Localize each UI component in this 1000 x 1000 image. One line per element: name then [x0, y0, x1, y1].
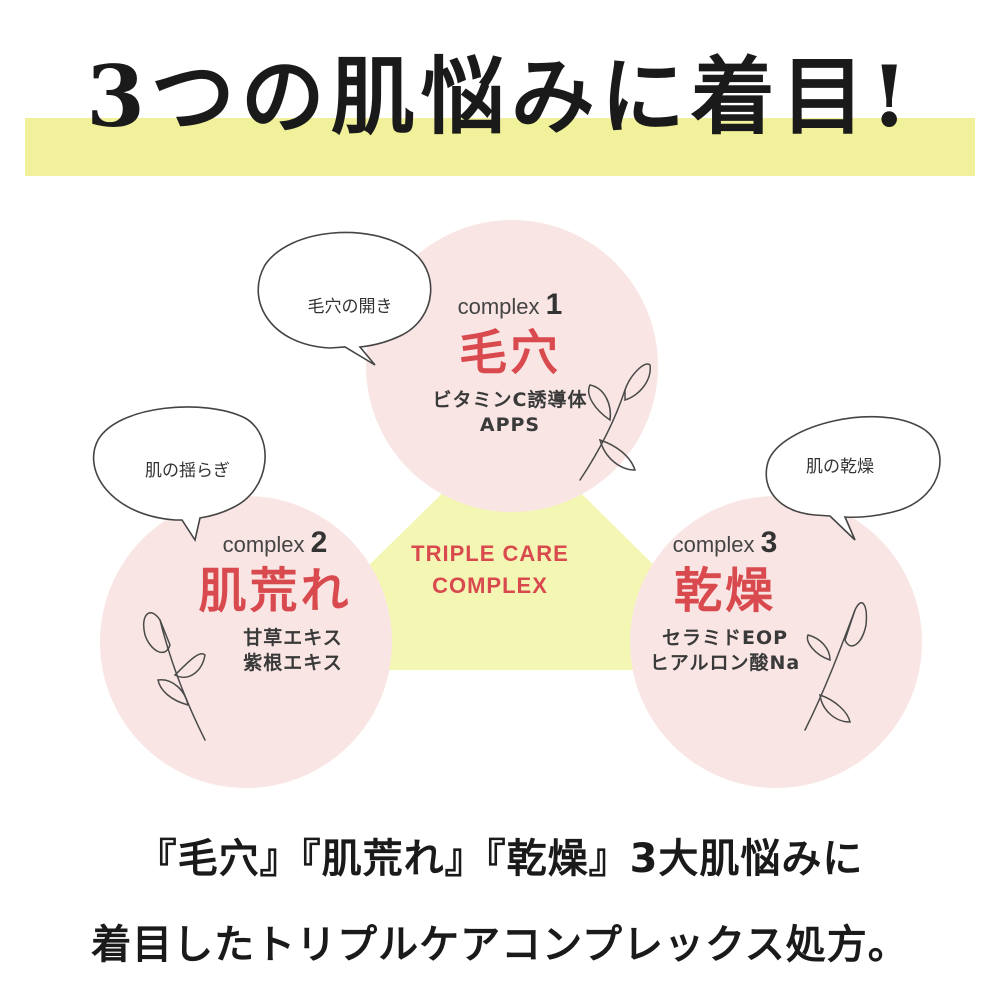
bubble-3-text: 肌の乾燥	[806, 457, 874, 477]
triple-care-complex-label: TRIPLE CARE COMPLEX	[390, 538, 590, 602]
center-label-line-1: TRIPLE CARE	[411, 541, 569, 566]
center-label-line-2: COMPLEX	[432, 573, 548, 598]
complex-2-label: complex 2	[222, 526, 328, 559]
leaf-icon-1	[579, 363, 651, 481]
complex-3-block: complex 3 乾燥 セラミドEOP ヒアルロン酸Na	[610, 528, 840, 676]
complex-3-circle	[630, 496, 922, 788]
complex-1-concern: 毛穴	[458, 325, 561, 381]
bottom-text-line-2: 着目したトリプルケアコンプレックス処方。	[91, 922, 909, 968]
complex-2-concern: 肌荒れ	[198, 563, 352, 619]
bubble-1-shape	[257, 231, 432, 366]
complex-3-label: complex 3	[672, 526, 778, 559]
complex-1-circle	[366, 220, 658, 512]
bubble-2-text: 肌の揺らぎ	[145, 461, 230, 481]
complex-1-ingredient-2: APPS	[479, 414, 541, 436]
complex-1-label: complex 1	[457, 288, 563, 321]
leaf-icon-2	[143, 612, 206, 741]
bubble-1-text: 毛穴の開き	[307, 297, 393, 317]
bubble-3-shape	[765, 415, 941, 541]
leaf-icon-3	[804, 602, 868, 731]
complex-2-ingredient-1: 甘草エキス	[243, 627, 343, 649]
complex-2-circle	[100, 496, 392, 788]
complex-3-ingredient-2: ヒアルロン酸Na	[649, 652, 801, 674]
title-highlight-band	[25, 118, 975, 176]
complex-1-block: complex 1 毛穴 ビタミンC誘導体 APPS	[400, 290, 620, 438]
complex-2-ingredient-2: 紫根エキス	[243, 652, 343, 674]
bubble-2-shape	[92, 406, 266, 543]
page-title: 3つの肌悩みに着目!	[86, 47, 914, 146]
bottom-text-line-1: 『毛穴』『肌荒れ』『乾燥』3大肌悩みに	[136, 836, 864, 882]
complex-1-ingredient-1: ビタミンC誘導体	[432, 389, 588, 411]
complex-2-block: complex 2 肌荒れ 甘草エキス 紫根エキス	[160, 528, 390, 676]
complex-3-concern: 乾燥	[673, 563, 776, 619]
complex-3-ingredient-1: セラミドEOP	[661, 627, 789, 649]
